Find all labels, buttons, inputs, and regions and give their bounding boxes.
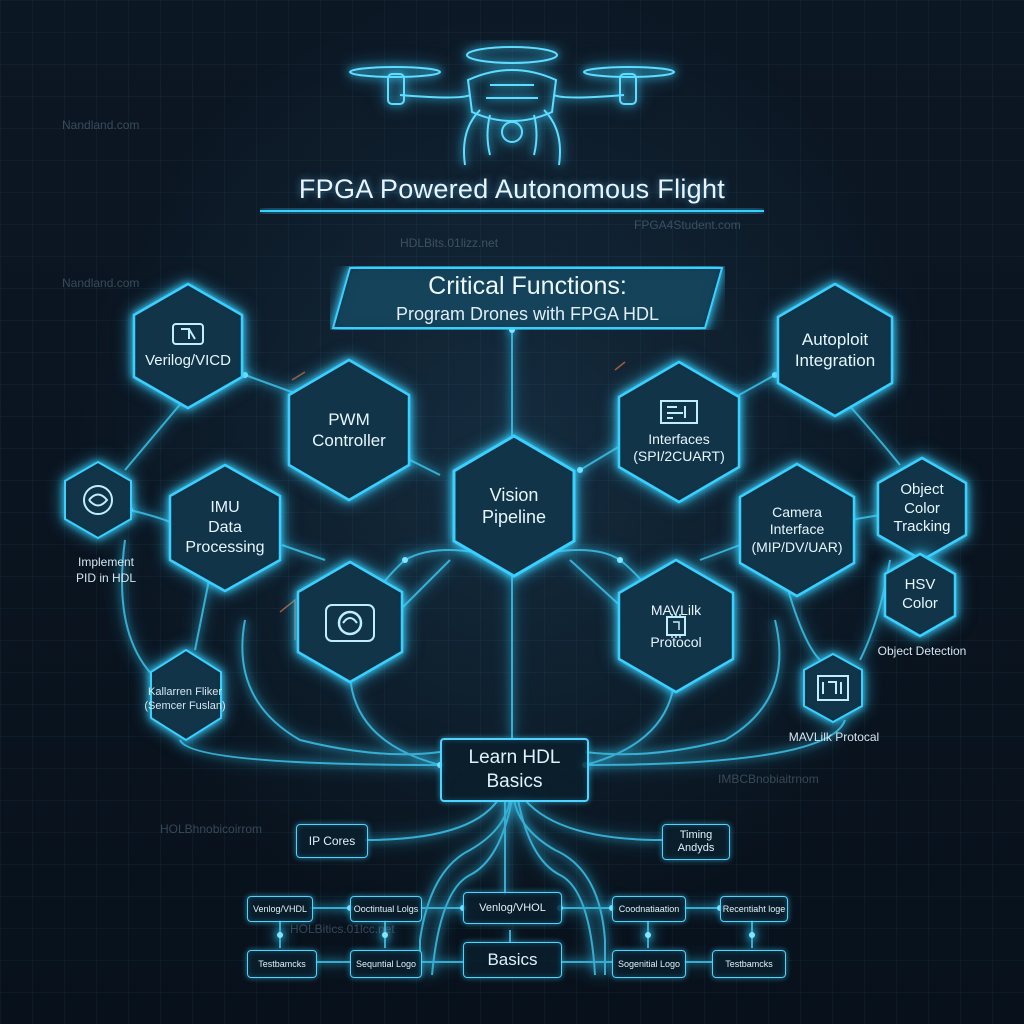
kalman-label: Kallarren Fliker (Semcer Fuslan) [144, 686, 226, 713]
hex-pid-icon-node [63, 460, 133, 540]
hex-verilog-vhdl: Verilog/VICD [132, 282, 244, 410]
hex-frame [287, 358, 411, 502]
board-icon [660, 399, 698, 424]
hex-frame [738, 462, 856, 598]
timing-analysis-box: Timing Andyds [662, 824, 730, 860]
hex-label: Autoploit Integration [794, 329, 876, 370]
object-detection-label: Object Detection [877, 644, 967, 658]
mavlink-protocol-label: MAVLilk Protocal [788, 730, 880, 744]
testbench-left-box: Testbamcks [247, 950, 317, 978]
combinational-left-box: Ooctintual Lolgs [350, 896, 422, 922]
hex-label: HSV Color [902, 576, 938, 612]
hex-pwm-controller: PWM Controller [287, 358, 411, 502]
hex-label: Vision Pipeline [481, 484, 547, 528]
chip-icon [172, 322, 204, 345]
hex-frame [132, 282, 244, 410]
lens-icon [83, 485, 113, 515]
hex-kalman-filter [149, 648, 223, 742]
hex-frame [617, 558, 735, 694]
watermark: HOLBhnobicoirrom [160, 822, 263, 836]
watermark: IMBCBnobiaitrnom [718, 772, 819, 786]
pid-label: Implement PID in HDL [75, 555, 137, 585]
hex-object-color-tracking: Object Color Tracking [876, 456, 968, 562]
hex-label: PWM Controller [312, 409, 386, 450]
hex-imu-data-processing: IMU Data Processing [168, 463, 282, 593]
combinational-right-box: Coodnatiaation [612, 896, 686, 922]
hex-frame [883, 552, 957, 638]
hex-label: Camera Interface (MIP/DV/UAR) [751, 503, 843, 555]
hex-label: Object Color Tracking [893, 480, 951, 536]
hex-hsv-color: HSV Color [883, 552, 957, 638]
sequential-left-box: Sequntial Logo [350, 950, 422, 978]
ip-cores-box: IP Cores [296, 824, 368, 858]
hex-frame [803, 652, 863, 724]
hex-mavlink-icon-node [802, 652, 864, 724]
hex-camera-interface: Camera Interface (MIP/DV/UAR) [738, 462, 856, 598]
camera-icon [325, 604, 375, 642]
diagram-title: FPGA Powered Autonomous Flight [298, 174, 726, 204]
drone-icon [349, 46, 675, 166]
hex-frame [168, 463, 282, 593]
banner-frame [331, 267, 724, 329]
sequential-right-box: Sogenitial Logo [612, 950, 686, 978]
watermark: Nandland.com [62, 118, 140, 132]
watermark: FPGA4Student.com [634, 218, 741, 232]
hex-frame [150, 648, 222, 742]
hex-vision-pipeline: Vision Pipeline [452, 434, 576, 578]
learn-hdl-basics-box: Learn HDL Basics [440, 738, 589, 802]
banner-subheading: Program Drones with FPGA HDL [395, 304, 660, 324]
hex-camera-icon-node [296, 560, 404, 684]
hex-frame [296, 560, 404, 684]
hex-interfaces: Interfaces (SPI/2CUART) [617, 360, 741, 504]
critical-functions-banner: Critical Functions: Program Drones with … [330, 266, 725, 330]
watermark: HOLBitics.01lcc.net [290, 922, 395, 936]
verilog-vhdl-left-box: Venlog/VHDL [247, 896, 313, 922]
hex-frame [64, 460, 132, 540]
hex-label: Verilog/VICD [145, 351, 231, 369]
banner-heading: Critical Functions: [428, 272, 627, 300]
watermark: Nandland.com [62, 276, 140, 290]
title-underline [260, 210, 764, 212]
basics-box: Basics [463, 942, 562, 978]
watermark: HDLBits.01lizz.net [400, 236, 499, 250]
hex-autopilot-integration: Autoploit Integration [776, 282, 894, 418]
hex-mavlink-protocol: MAVLilk Protocol [617, 558, 735, 694]
hex-label: MAVLilk Protocol [650, 601, 702, 651]
hex-label: IMU Data Processing [185, 499, 265, 556]
sequential-right-top-box: Recentiaht loge [720, 896, 788, 922]
hex-label: Interfaces (SPI/2CUART) [633, 430, 725, 465]
circuit-icon [817, 675, 849, 701]
hex-frame [617, 360, 741, 504]
verilog-vhdl-center-box: Venlog/VHOL [463, 892, 562, 924]
testbench-right-box: Testbamcks [712, 950, 786, 978]
hex-frame [776, 282, 894, 418]
processor-icon [666, 614, 686, 638]
hex-frame [452, 434, 576, 578]
